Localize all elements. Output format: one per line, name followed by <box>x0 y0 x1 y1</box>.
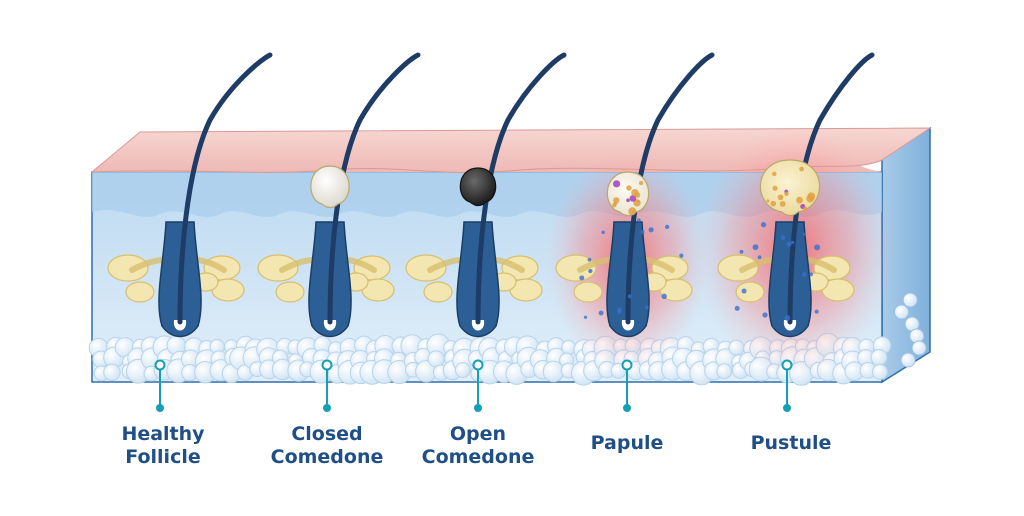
stage-label-line2: Comedone <box>270 446 384 468</box>
stage-label-4: Papule <box>542 432 712 455</box>
follicles-group <box>107 52 875 338</box>
stage-label-line1: Papule <box>590 432 664 454</box>
inflamed-papule-icon <box>555 52 715 338</box>
connectors-group <box>154 359 793 412</box>
connector-1 <box>154 359 166 412</box>
whitehead-icon <box>257 52 421 338</box>
connector-5 <box>781 359 793 412</box>
stage-label-line1: Healthy <box>121 423 205 445</box>
pus-filled-pustule-icon <box>717 52 875 338</box>
connector-3 <box>472 359 484 412</box>
stage-label-line1: Closed <box>291 423 363 445</box>
blackhead-icon <box>405 52 567 338</box>
stage-label-line1: Pustule <box>750 432 832 454</box>
stage-label-line1: Open <box>449 423 507 445</box>
stage-label-5: Pustule <box>706 432 876 455</box>
healthy-follicle-icon <box>107 52 273 338</box>
stage-label-line2: Follicle <box>125 446 201 468</box>
connector-4 <box>621 359 633 412</box>
stage-label-line2: Comedone <box>421 446 535 468</box>
connector-2 <box>321 359 333 412</box>
